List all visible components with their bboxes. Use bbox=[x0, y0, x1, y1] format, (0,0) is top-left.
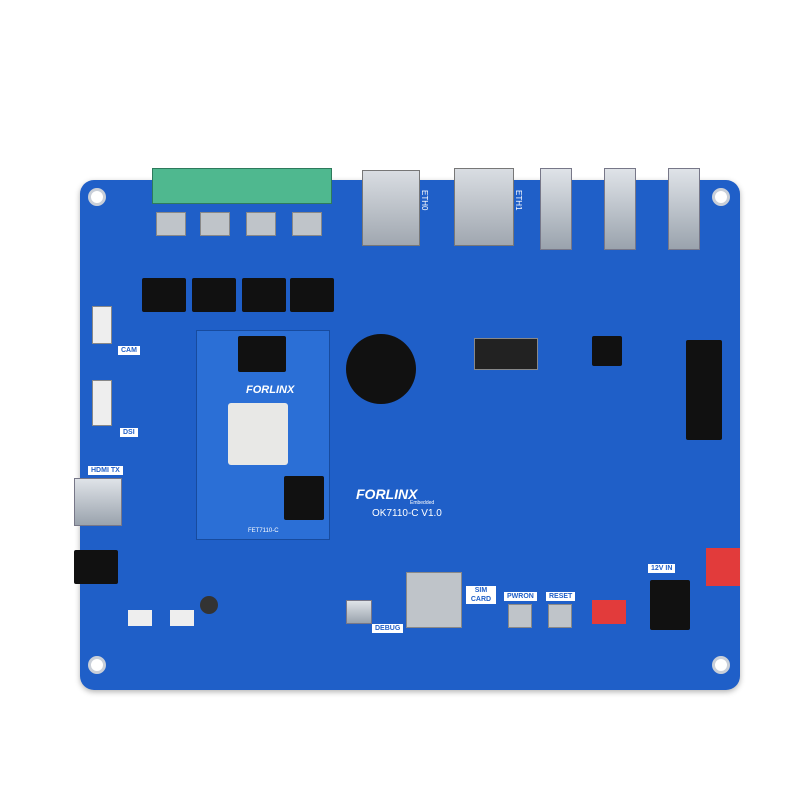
chip bbox=[238, 336, 286, 372]
chip bbox=[290, 278, 334, 312]
som-model: FET7110-C bbox=[248, 528, 279, 534]
board-brand-sub: Embedded bbox=[410, 500, 435, 506]
power-switch[interactable] bbox=[706, 548, 740, 586]
cam-label: CAM bbox=[118, 346, 140, 355]
m2-slot[interactable] bbox=[474, 338, 538, 370]
ethernet-port-eth1[interactable] bbox=[454, 168, 514, 246]
usb-port[interactable] bbox=[540, 168, 572, 250]
audio-jack[interactable] bbox=[74, 550, 118, 584]
pcie-slot[interactable] bbox=[686, 340, 722, 440]
pwron-label: PWRON bbox=[504, 592, 537, 601]
ethernet-port-eth0[interactable] bbox=[362, 170, 420, 246]
connector bbox=[128, 610, 152, 626]
cam-connector[interactable] bbox=[92, 306, 112, 344]
connector bbox=[200, 212, 230, 236]
chip bbox=[592, 336, 622, 366]
chip bbox=[142, 278, 186, 312]
power-label: 12V IN bbox=[648, 564, 676, 573]
connector bbox=[292, 212, 322, 236]
eth0-label: ETH0 bbox=[420, 190, 429, 211]
connector bbox=[156, 212, 186, 236]
mounting-hole bbox=[712, 656, 730, 674]
connector bbox=[170, 610, 194, 626]
sim-label: SIM CARD bbox=[466, 586, 496, 604]
chip bbox=[192, 278, 236, 312]
power-jack[interactable] bbox=[650, 580, 690, 630]
buzzer bbox=[200, 596, 218, 614]
chip bbox=[284, 476, 324, 520]
hdmi-label: HDMI TX bbox=[88, 466, 123, 475]
pwron-button[interactable] bbox=[508, 604, 532, 628]
cpu-chip bbox=[228, 403, 288, 465]
coin-battery-holder bbox=[346, 334, 416, 404]
dip-switch[interactable] bbox=[592, 600, 626, 624]
board-model: OK7110-C V1.0 bbox=[372, 508, 442, 519]
board-brand: FORLINX bbox=[356, 486, 418, 502]
usb-port[interactable] bbox=[604, 168, 636, 250]
hdmi-port[interactable] bbox=[74, 478, 122, 526]
som-brand: FORLINX bbox=[246, 384, 295, 396]
dsi-label: DSI bbox=[120, 428, 138, 437]
eth1-label: ETH1 bbox=[514, 190, 523, 211]
terminal-block bbox=[152, 168, 332, 204]
sim-card-slot[interactable] bbox=[406, 572, 462, 628]
debug-label: DEBUG bbox=[372, 624, 404, 633]
reset-button[interactable] bbox=[548, 604, 572, 628]
mounting-hole bbox=[712, 188, 730, 206]
usb-port[interactable] bbox=[668, 168, 700, 250]
mounting-hole bbox=[88, 656, 106, 674]
reset-label: RESET bbox=[546, 592, 576, 601]
chip bbox=[242, 278, 286, 312]
mounting-hole bbox=[88, 188, 106, 206]
debug-usb-c-port[interactable] bbox=[346, 600, 372, 624]
dsi-connector[interactable] bbox=[92, 380, 112, 426]
connector bbox=[246, 212, 276, 236]
